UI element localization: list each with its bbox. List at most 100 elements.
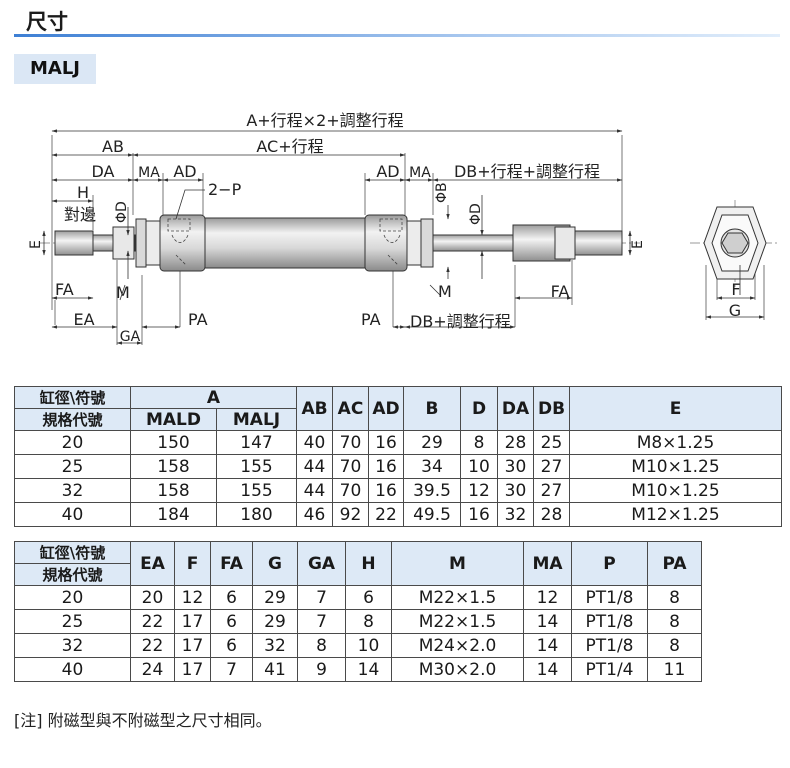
header-model: 規格代號	[14, 563, 131, 586]
table-cell: 40	[14, 502, 131, 527]
header-ab: AB	[296, 386, 333, 431]
header-malj: MALJ	[216, 408, 297, 431]
table-cell: 10	[345, 633, 392, 658]
label-f: F	[731, 280, 740, 299]
label-e-left: E	[28, 240, 44, 249]
table-cell: 22	[368, 502, 404, 527]
table-cell: 180	[216, 502, 297, 527]
table-cell: 28	[497, 430, 534, 455]
dimension-lines	[42, 129, 765, 345]
table-cell: 24	[130, 657, 175, 682]
table-cell: PT1/8	[571, 585, 648, 610]
table-cell: 70	[332, 454, 369, 479]
table-cell: 32	[497, 502, 534, 527]
table-cell: 30	[497, 478, 534, 503]
table-cell: 70	[332, 430, 369, 455]
label-ad-left: AD	[173, 162, 196, 181]
header-ma: MA	[523, 541, 572, 586]
header-h: H	[345, 541, 392, 586]
table-cell: 7	[297, 609, 346, 634]
header-bore: 缸徑\符號	[14, 541, 131, 564]
table-cell: PT1/8	[571, 609, 648, 634]
table-cell: 6	[210, 633, 253, 658]
header-ad: AD	[368, 386, 404, 431]
table-cell: 158	[130, 478, 217, 503]
header-pa: PA	[647, 541, 702, 586]
table-cell: 12	[523, 585, 572, 610]
mount-nut-left	[135, 218, 147, 268]
table-cell: M22×1.5	[391, 585, 524, 610]
spec-table-1: 缸徑\符號 A AB AC AD B D DA DB E 規格代號 MALD M…	[14, 386, 782, 527]
label-phi-d-left: ΦD	[114, 201, 130, 223]
table-cell: 6	[210, 585, 253, 610]
table-cell: 29	[252, 585, 298, 610]
table-cell: 20	[14, 585, 131, 610]
table-cell: 16	[368, 430, 404, 455]
rod-right	[432, 234, 514, 252]
table-cell: 16	[460, 502, 498, 527]
label-ea: EA	[73, 310, 94, 329]
table-cell: 17	[174, 633, 211, 658]
footnote: [注] 附磁型與不附磁型之尺寸相同。	[14, 711, 272, 730]
header-ga: GA	[297, 541, 346, 586]
mount-nut-left-2	[145, 220, 161, 266]
table-cell: 27	[533, 478, 570, 503]
table-cell: 41	[252, 657, 298, 682]
table-cell: 8	[345, 609, 392, 634]
header-f: F	[174, 541, 211, 586]
table-cell: 9	[297, 657, 346, 682]
table-cell: 32	[14, 633, 131, 658]
label-m-left: M	[116, 283, 130, 302]
label-ad-right: AD	[376, 162, 399, 181]
dimension-labels: A+行程×2+調整行程 AB AC+行程 DA MA AD AD MA DB+行…	[28, 111, 741, 345]
rod-end-thread-right	[574, 230, 623, 256]
label-ab: AB	[102, 137, 124, 156]
label-phi-b: ΦB	[434, 182, 450, 203]
header-p: P	[571, 541, 648, 586]
table-cell: 29	[252, 609, 298, 634]
header-ea: EA	[130, 541, 175, 586]
header-fa: FA	[210, 541, 253, 586]
table-cell: 14	[523, 657, 572, 682]
table-cell: 49.5	[403, 502, 461, 527]
label-e-right: E	[630, 240, 646, 249]
table-cell: 8	[297, 633, 346, 658]
mount-nut-right	[406, 220, 422, 266]
cylinder-body	[54, 214, 623, 272]
header-bore: 缸徑\符號	[14, 386, 131, 409]
header-mald: MALD	[130, 408, 217, 431]
header-model: 規格代號	[14, 408, 131, 431]
label-g: G	[729, 301, 741, 320]
section-header: 尺寸	[14, 0, 780, 40]
section-title: 尺寸	[26, 10, 68, 34]
table-cell: 16	[368, 478, 404, 503]
table-cell: 155	[216, 478, 297, 503]
table-cell: 46	[296, 502, 333, 527]
label-pa-right: PA	[361, 310, 381, 329]
hidden-lines	[167, 218, 403, 266]
table-cell: M12×1.25	[569, 502, 782, 527]
end-cap-left	[159, 214, 206, 272]
table-cell: 22	[130, 609, 175, 634]
table-cell: M10×1.25	[569, 478, 782, 503]
title-underline	[14, 34, 780, 37]
end-view	[703, 206, 767, 280]
table-cell: M30×2.0	[391, 657, 524, 682]
table-cell: 16	[368, 454, 404, 479]
table-cell: 155	[216, 454, 297, 479]
table-cell: 12	[460, 478, 498, 503]
header-ac: AC	[332, 386, 369, 431]
table-cell: 29	[403, 430, 461, 455]
label-fa-left: FA	[55, 280, 74, 299]
table-cell: 158	[130, 454, 217, 479]
table-cell: 44	[296, 478, 333, 503]
table-cell: 20	[14, 430, 131, 455]
table-cell: 6	[345, 585, 392, 610]
dimension-drawing: A+行程×2+調整行程 AB AC+行程 DA MA AD AD MA DB+行…	[28, 111, 780, 345]
barrel	[204, 217, 366, 269]
label-overall: A+行程×2+調整行程	[246, 111, 403, 130]
